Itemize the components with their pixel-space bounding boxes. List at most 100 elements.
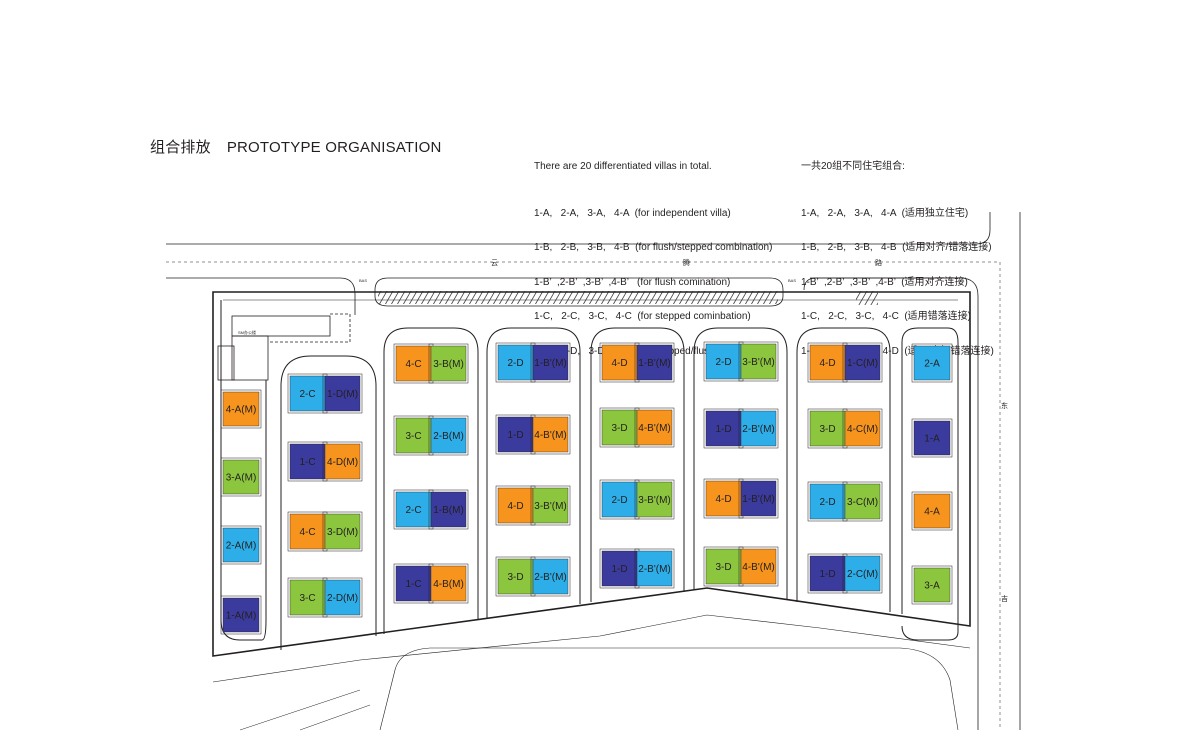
villa-label: 3-C(M) (847, 497, 878, 508)
villa-unit: 3-B'(M) (530, 485, 571, 526)
road-top-edge (166, 212, 991, 245)
lower-road-lines (239, 689, 371, 731)
villa-block (222, 527, 260, 563)
villa-unit: 4-D (599, 342, 640, 383)
villa-block (532, 416, 569, 453)
villa-block (844, 410, 881, 447)
villa-unit: 2-B'(M) (530, 556, 571, 597)
villa-block (809, 410, 846, 447)
villa-label: 2-D(M) (327, 593, 358, 604)
villa-unit: 1-A(M) (220, 595, 262, 635)
bus-label: BAS (788, 278, 796, 283)
villa-clusters (220, 300, 959, 650)
villa-unit: 2-D (495, 342, 536, 383)
villa-block (913, 420, 951, 456)
villa-label: 4-D (507, 501, 523, 512)
villa-block (222, 459, 260, 495)
villa-unit: 2-B'(M) (738, 408, 779, 449)
villa-unit: 1-B(M) (428, 489, 469, 530)
villa-block (324, 513, 361, 550)
villa-block (289, 579, 326, 616)
villa-block (705, 410, 742, 447)
villa-unit: 3-B'(M) (738, 341, 779, 382)
legend-en-line: 1-C, 2-C, 3-C, 4-C (for stepped cominbat… (534, 311, 751, 322)
villa-unit: 4-C(M) (842, 408, 883, 449)
villa-block (913, 567, 951, 603)
villa-block (395, 565, 432, 602)
villa-label: 2-B(M) (433, 431, 464, 442)
villa-label: 2-C(M) (847, 569, 878, 580)
legend-zh-line: 1-B’ ,2-B’ ,3-B’ ,4-B’ (适用对齐连接) (801, 276, 968, 288)
villa-block (913, 493, 951, 529)
villa-label: 2-D (819, 497, 835, 508)
villa-label: 2-C (299, 389, 315, 400)
villa-label: 3-D (507, 572, 523, 583)
villa-label: 1-A (924, 434, 940, 445)
villa-label: 2-D (507, 358, 523, 369)
villa-unit: 3-C (287, 577, 328, 618)
villa-label: 2-A(M) (226, 541, 257, 552)
villa-label: 3-D(M) (327, 527, 358, 538)
villa-unit: 3-D(M) (322, 511, 363, 552)
villa-unit: 4-C (393, 343, 434, 384)
villa-block (740, 548, 777, 585)
villa-unit: 4-D (495, 485, 536, 526)
villa-block (324, 579, 361, 616)
lower-road-loop (379, 647, 959, 731)
legend-en-line: 1-B’ ,2-B’ ,3-B’ ,4-B’ (for flush comina… (534, 276, 731, 288)
villa-label: 2-B'(M) (742, 424, 774, 435)
lower-road (212, 614, 971, 683)
legend-en-line: 1-B, 2-B, 3-B, 4-B (for flush/stepped co… (534, 242, 773, 253)
villa-label: 4-A (924, 507, 940, 518)
villa-unit: 3-B'(M) (634, 479, 675, 520)
parking-hatch-right (856, 291, 878, 305)
cluster-outline (220, 300, 267, 641)
villa-label: 1-D (507, 430, 523, 441)
title-en: PROTOTYPE ORGANISATION (226, 139, 442, 156)
villa-label: 1-B'(M) (742, 494, 774, 505)
legend-zh-line: 1-B, 2-B, 3-B, 4-B (适用对齐/错落连接) (801, 242, 992, 253)
villa-label: 3-B'(M) (742, 357, 774, 368)
villa-label: 4-D (819, 358, 835, 369)
villa-label: 4-C (299, 527, 315, 538)
villa-block (532, 487, 569, 524)
cluster-outline (280, 355, 377, 650)
road-label-yun: 云 (491, 259, 498, 267)
villa-block (430, 345, 467, 382)
roads (166, 212, 1021, 730)
villa-unit: 1-D (495, 414, 536, 455)
villa-block (497, 487, 534, 524)
villa-unit: 2-D (599, 479, 640, 520)
villa-unit: 2-C (287, 373, 328, 414)
villa-block (705, 343, 742, 380)
cluster-outline (693, 327, 788, 600)
villa-label: 2-D (715, 357, 731, 368)
villa-label: 1-A(M) (226, 611, 257, 622)
villa-unit: 2-A (911, 343, 953, 383)
villa-block (497, 344, 534, 381)
villa-unit: 2-B(M) (428, 415, 469, 456)
villa-label: 4-D(M) (327, 457, 358, 468)
site-boundary (212, 291, 971, 657)
villa-block (430, 565, 467, 602)
road-label-teng: 腾 (683, 258, 690, 267)
villa-block (532, 558, 569, 595)
villa-unit: 1-B'(M) (738, 478, 779, 519)
villa-unit: 1-D(M) (322, 373, 363, 414)
villa-label: 3-B'(M) (638, 495, 670, 506)
villa-unit: 4-D (807, 342, 848, 383)
villa-unit: 1-C(M) (842, 342, 883, 383)
villa-unit: 2-D(M) (322, 577, 363, 618)
villa-block (740, 480, 777, 517)
villa-block (636, 344, 673, 381)
villa-block (395, 417, 432, 454)
cluster-outline (383, 327, 479, 634)
legend-zh-heading: 一共20组不同住宅组合: (801, 161, 905, 172)
villa-unit: 3-D (703, 546, 744, 587)
villa-block (430, 491, 467, 528)
villa-unit: 3-B(M) (428, 343, 469, 384)
villa-label: 1-D (819, 569, 835, 580)
villa-block (222, 597, 260, 633)
